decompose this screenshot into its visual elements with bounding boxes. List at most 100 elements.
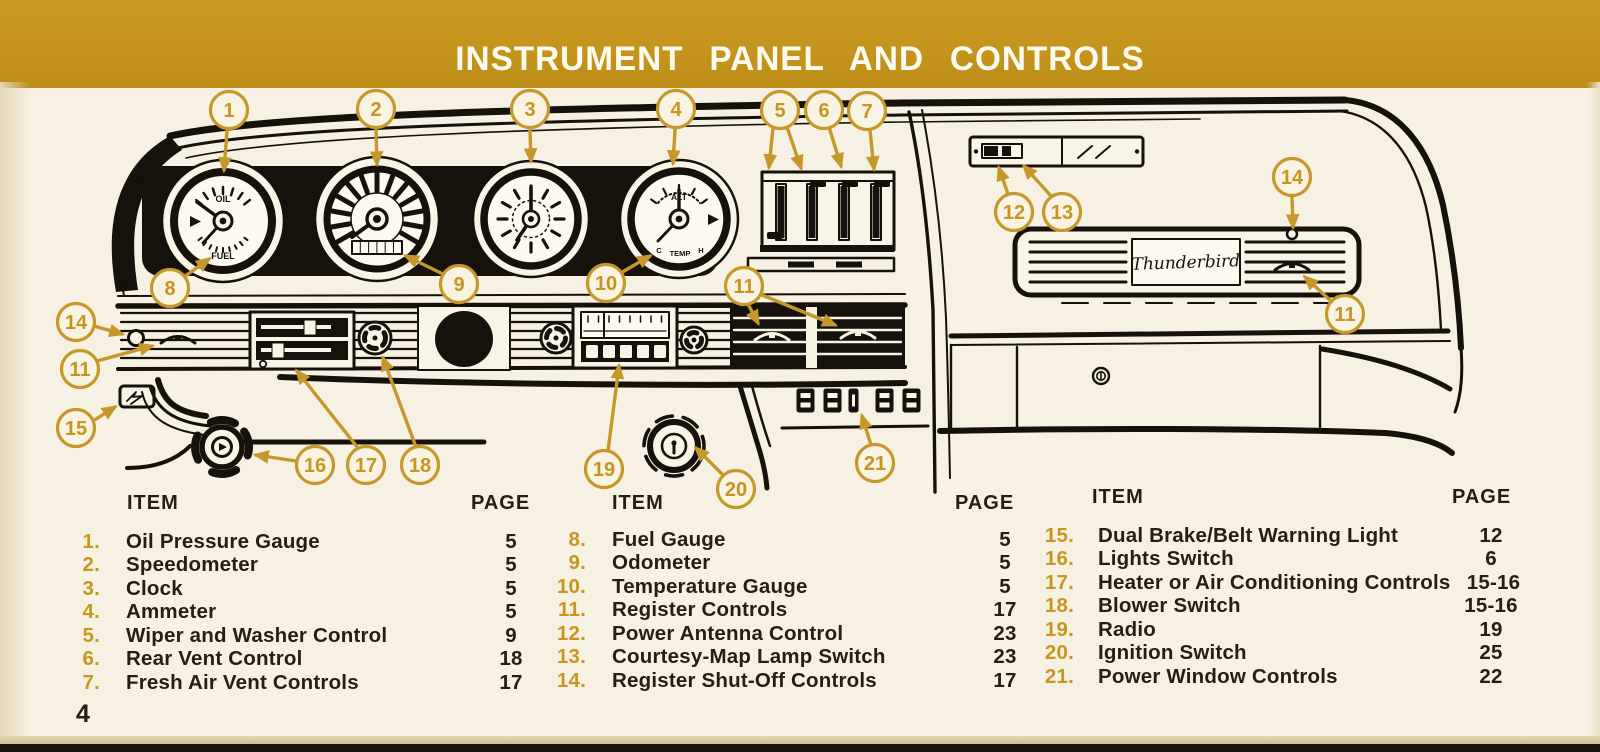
register-shutoff-knob [1285,227,1299,241]
page-number: 4 [76,700,90,728]
legend-page-value: 5 [505,576,517,600]
legend-item-number: 13. [556,645,586,669]
legend-item-label: Register Shut-Off Controls [612,668,877,692]
legend-item-label: Temperature Gauge [612,574,808,598]
page-bottom-shadow [0,744,1600,752]
legend-item-label: Power Window Controls [1098,664,1338,688]
callout-1: 1 [208,89,250,174]
callout-number: 11 [1334,304,1355,326]
legend-item-number: 14. [556,668,586,692]
legend-item-label: Courtesy-Map Lamp Switch [612,645,886,669]
legend-item-number: 5. [82,623,100,647]
callout-2: 2 [355,88,397,168]
legend-page-value: 19 [1479,617,1503,641]
page-title: INSTRUMENT PANEL AND CONTROLS [455,40,1145,78]
legend-page-value: 5 [505,553,517,577]
callout-number: 14 [1281,167,1304,189]
callout-5: 5 [759,89,804,172]
callout-circle [59,348,101,390]
legend-item-number: 10. [556,574,586,598]
callout-circle [993,191,1035,233]
callout-number: 11 [733,276,754,298]
callout-number: 13 [1051,202,1073,224]
legend-item-label: Register Controls [612,598,788,622]
legend-item-number: 15. [1044,524,1074,547]
legend-page-value: 17 [993,598,1017,622]
callout-circle [509,88,551,130]
callout-circle [723,265,765,307]
dash-top-band [111,96,1464,494]
legend-item-number: 16. [1044,547,1074,571]
callout-number: 8 [164,278,175,300]
callout-circle [583,448,625,490]
gauge-oil-pressure: OIL FUEL [160,158,286,284]
fuel-label: FUEL [211,251,235,261]
callout-4: 4 [655,88,697,167]
legend-item-number: 17. [1044,570,1074,594]
legend-item-label: Fresh Air Vent Controls [126,670,359,694]
callout-11: 11 [59,342,156,390]
callout-9: 9 [402,254,480,305]
legend-item-label: Heater or Air Conditioning Controls [1098,570,1451,594]
callout-circle [846,90,888,132]
legend-page-value: 9 [505,623,517,647]
callout-number: 9 [453,274,464,296]
legend-item-number: 2. [82,553,100,577]
legend-item-number: 12. [556,621,586,645]
blower-switch-knob [357,320,393,356]
callout-circle [208,89,250,131]
callout-14: 14 [1271,156,1313,231]
callout-circle [854,442,896,484]
callout-number: 12 [1003,202,1025,224]
gauge-speedometer [313,155,441,283]
gauge-cluster: OIL FUEL [142,155,740,284]
callout-13: 13 [1021,163,1083,233]
odometer [351,240,403,255]
passenger-vent-grille: Thunderbird [1012,226,1362,304]
legend-item-number: 9. [568,551,586,575]
callout-circle [399,444,441,486]
legend-page-value: 17 [993,668,1017,692]
legend-row: 2. Speedometer 5 [62,553,554,576]
callout-number: 2 [370,99,381,121]
callout-3: 3 [509,88,551,165]
below-dash [118,377,930,491]
legend-page-value: 15-16 [1466,570,1521,594]
callout-21: 21 [854,412,896,484]
legend-item-label: Lights Switch [1098,547,1234,571]
item-header: ITEM [1092,486,1144,508]
radio-unit [539,304,709,370]
lights-switch-knob [191,416,253,478]
temp-c-label: C [656,246,662,255]
legend-page-value: 12 [1479,524,1503,547]
callout-number: 18 [409,455,431,477]
gauge-clock [471,159,591,279]
callout-circle [294,444,336,486]
legend-item-number: 7. [82,670,100,694]
heater-controls-panel [248,310,356,371]
legend-item-number: 18. [1044,594,1074,618]
legend-item-number: 19. [1044,617,1074,641]
warning-light [118,384,156,409]
callout-8: 8 [149,257,212,309]
callout-circle [355,88,397,130]
callout-number: 6 [818,100,829,122]
callout-circle [655,88,697,130]
callout-circle [55,407,97,449]
legend-item-label: Speedometer [126,553,259,577]
page-bottom-edge [0,736,1600,744]
legend-item-label: Clock [126,576,183,600]
glove-box-lock [1091,366,1111,386]
callout-number: 17 [355,455,377,477]
callout-circle [585,262,627,304]
legend-item-label: Power Antenna Control [612,621,844,645]
